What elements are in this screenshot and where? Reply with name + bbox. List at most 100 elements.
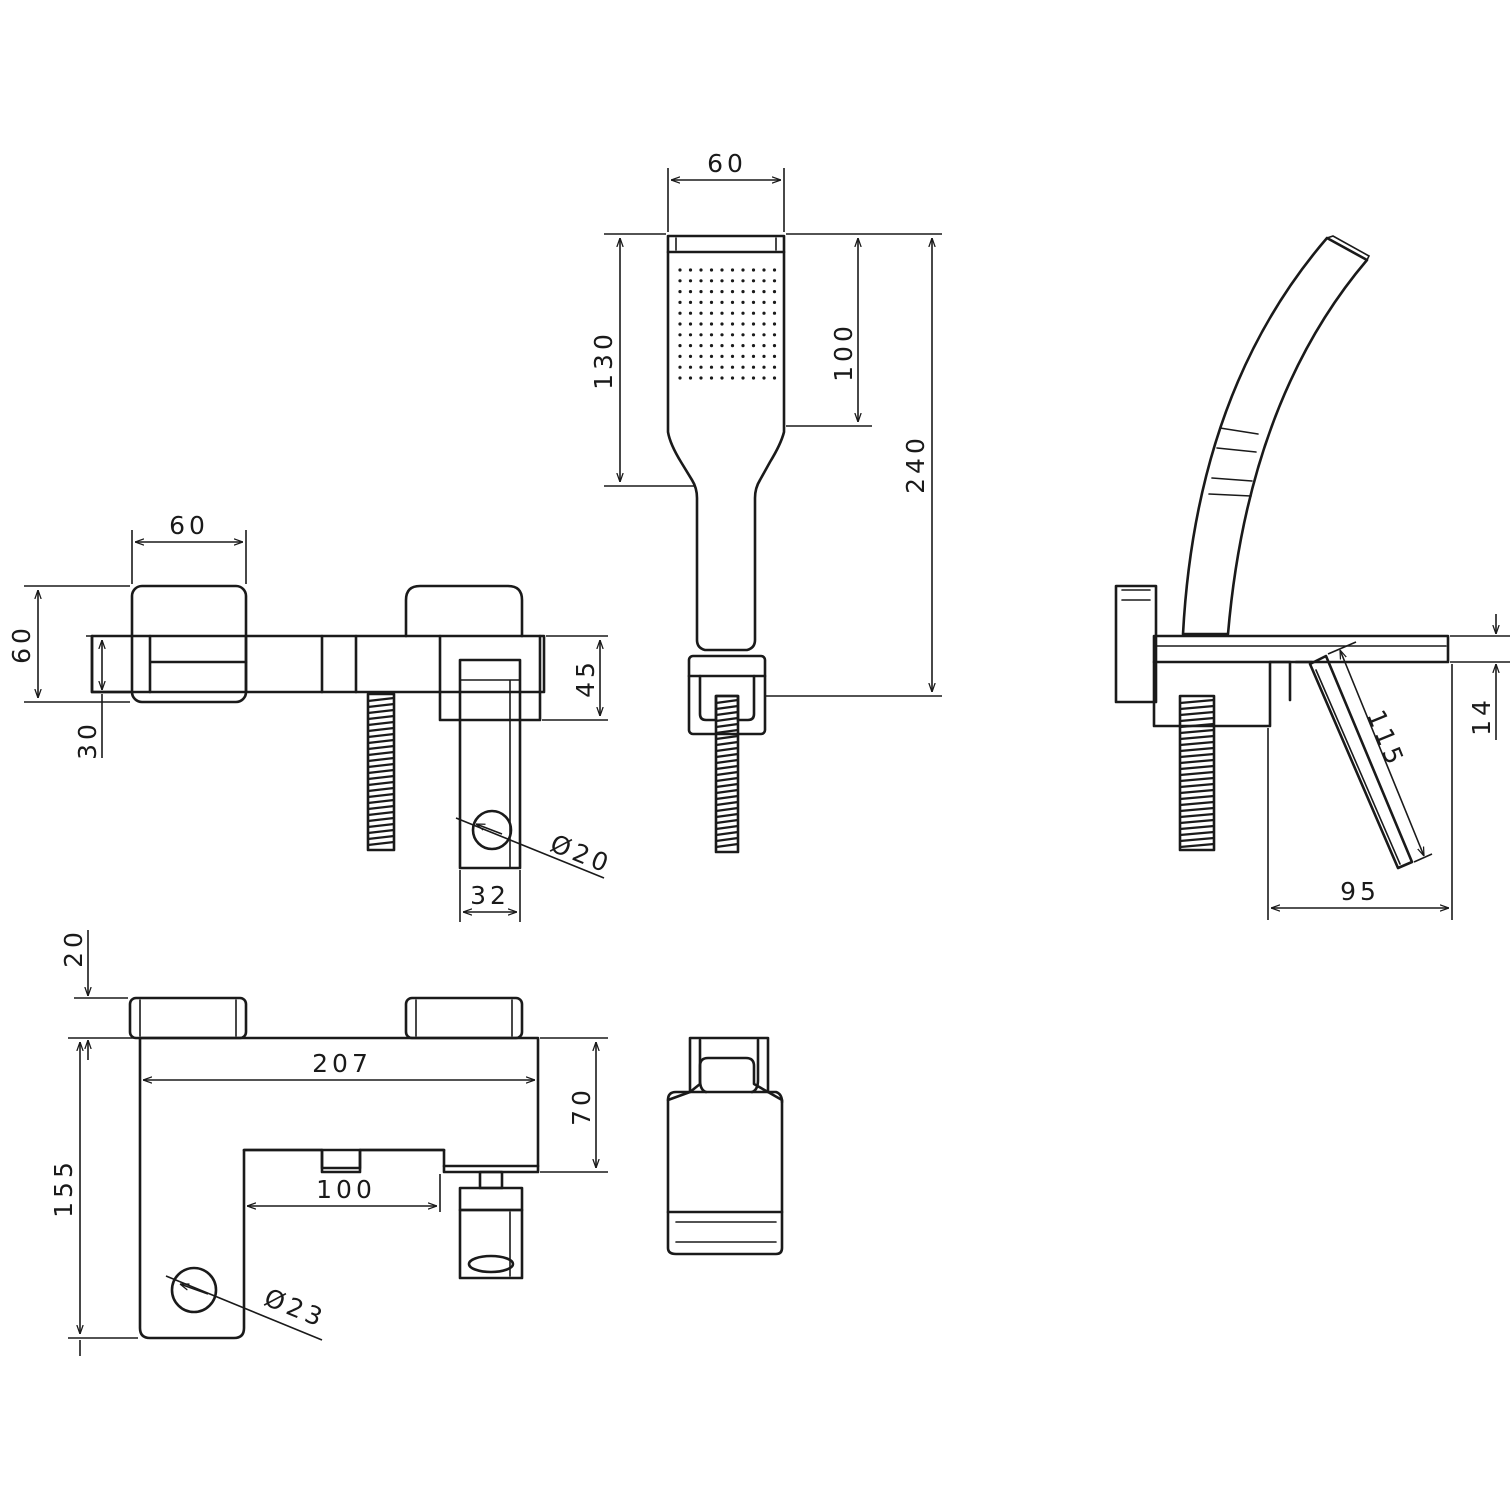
nozzle-dot (772, 322, 777, 326)
nozzle-dot (688, 365, 693, 369)
nozzle-dot (678, 344, 682, 348)
nozzle-dot (730, 376, 735, 380)
nozzle-dot (762, 268, 766, 272)
thread-line (1179, 734, 1215, 741)
nozzle-dot (730, 300, 735, 304)
nozzle-dot (688, 311, 693, 315)
nozzle-dot (730, 311, 735, 315)
nozzle-dot (678, 322, 682, 326)
nozzle-dot (699, 279, 703, 283)
dim-top-total-depth: 155 (49, 1037, 138, 1356)
inlet-hole (170, 1266, 218, 1314)
mixer-top-body (128, 996, 540, 1340)
mixer-spout (458, 658, 522, 870)
mixer-top-spout (458, 1170, 524, 1280)
thread-line (715, 746, 739, 753)
nozzle-dot (688, 376, 693, 380)
thread-line (367, 732, 395, 739)
nozzle-dot (751, 344, 756, 348)
dim-label: Ø23 (260, 1283, 330, 1334)
nozzle-dot (699, 344, 703, 348)
handshower-thread (714, 694, 740, 854)
nozzle-dot (751, 300, 756, 304)
dim-top-body-depth: 70 (540, 1037, 608, 1173)
dim-label: 20 (59, 928, 88, 968)
nozzle-dot (751, 376, 756, 380)
nozzle-dot (720, 333, 724, 337)
dim-label: 60 (7, 624, 36, 664)
nozzle-dot (709, 365, 714, 369)
thread-line (367, 816, 395, 823)
dim-label: 60 (707, 149, 747, 178)
thread-line (715, 698, 739, 705)
thread-line (367, 720, 395, 727)
nozzle-dot (751, 290, 756, 294)
thread-line (715, 794, 739, 801)
dim-label: Ø20 (546, 829, 616, 880)
thread-line (367, 780, 395, 787)
thread-line (715, 764, 739, 771)
nozzle-dot (699, 268, 703, 272)
thread-line (367, 840, 395, 847)
nozzle-dot (688, 322, 693, 326)
dim-handshower-width: 60 (667, 149, 785, 232)
dim-body-height: 45 (542, 635, 608, 721)
thread-line (367, 696, 395, 703)
nozzle-dot (699, 365, 703, 369)
dim-handle-height: 60 (7, 585, 130, 703)
nozzle-dot (678, 333, 682, 337)
thread-line (367, 744, 395, 751)
nozzle-dot (720, 376, 724, 380)
nozzle-dot (688, 333, 693, 337)
thread-line (1179, 716, 1215, 723)
thread-line (367, 774, 395, 781)
thread-line (1179, 812, 1215, 819)
nozzle-dot (762, 300, 766, 304)
thread-line (367, 726, 395, 733)
nozzle-dot (678, 376, 682, 380)
thread-line (367, 792, 395, 799)
dim-label: 207 (312, 1049, 372, 1078)
thread-line (715, 776, 739, 783)
nozzle-dot (720, 300, 724, 304)
dim-label: 60 (169, 511, 209, 540)
thread-line (715, 728, 739, 735)
thread-line (715, 722, 739, 729)
thread-line (715, 782, 739, 789)
thread-line (367, 798, 395, 805)
thread-line (715, 752, 739, 759)
nozzle-dot (741, 376, 745, 380)
nozzle-dot (772, 300, 777, 304)
handshower-front-view: 60 130 100 240 (589, 149, 942, 854)
dim-spout-outlet: Ø20 (455, 817, 616, 880)
thread-line (1179, 806, 1215, 813)
mixer-top-view: 20 155 207 70 100 Ø23 (49, 928, 608, 1356)
thread-line (1179, 824, 1215, 831)
nozzle-dot (730, 354, 735, 358)
nozzle-dot (730, 344, 735, 348)
nozzle-dot (699, 376, 703, 380)
nozzle-dot (730, 365, 735, 369)
thread-line (1179, 722, 1215, 729)
thread-line (715, 824, 739, 831)
thread-line (367, 828, 395, 835)
nozzle-dot (709, 279, 714, 283)
thread-line (715, 788, 739, 795)
thread-line (367, 750, 395, 757)
thread-line (715, 740, 739, 747)
dim-label: 100 (829, 322, 858, 382)
nozzle-dot (699, 290, 703, 294)
nozzle-dot (772, 311, 777, 315)
thread-line (1179, 818, 1215, 825)
nozzle-dot (709, 322, 714, 326)
nozzle-dot (741, 290, 745, 294)
thread-line (1179, 794, 1215, 801)
thread-line (367, 786, 395, 793)
nozzle-dot (751, 322, 756, 326)
thread-line (1179, 842, 1215, 849)
nozzle-dot (762, 290, 766, 294)
nozzle-dot (741, 365, 745, 369)
nozzle-dot (699, 311, 703, 315)
nozzle-dot (678, 311, 682, 315)
nozzle-dot (762, 376, 766, 380)
